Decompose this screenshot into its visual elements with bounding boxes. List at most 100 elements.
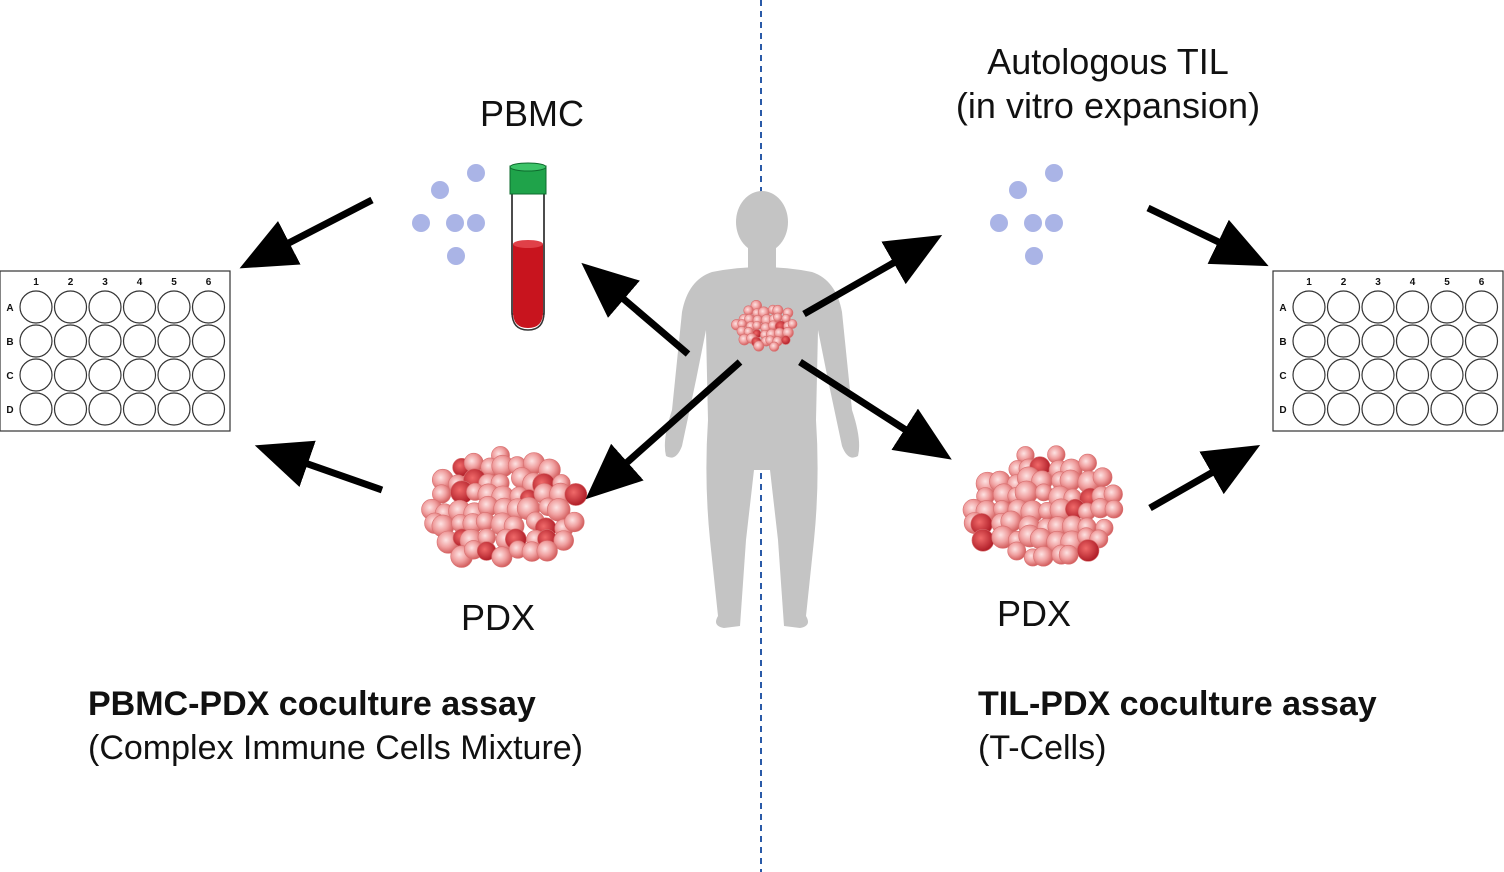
pdx-right-label: PDX xyxy=(996,593,1072,634)
immune-cell-dot xyxy=(467,164,485,182)
tumor-cell xyxy=(971,528,995,552)
plate-well xyxy=(1292,358,1326,392)
plate-column-label: 2 xyxy=(68,277,74,288)
tumor-cell xyxy=(1104,499,1124,519)
plate-row-label: B xyxy=(1279,337,1286,348)
plate-well xyxy=(1464,358,1499,392)
plate-column-label: 5 xyxy=(171,277,177,288)
immune-cell-dot xyxy=(1045,164,1063,182)
immune-cell-dot xyxy=(447,247,465,265)
tumor-cell xyxy=(1078,453,1097,473)
arrows xyxy=(239,196,1269,512)
plate-well xyxy=(122,392,157,426)
plate-well xyxy=(88,392,122,426)
plate-well xyxy=(157,324,191,358)
plate-well xyxy=(1395,358,1430,392)
plate-well xyxy=(53,358,88,392)
immune-cell-dot xyxy=(1045,214,1063,232)
plate-well xyxy=(1361,324,1395,358)
right-assay-subtitle: (T-Cells) xyxy=(978,729,1107,767)
plate-column-label: 3 xyxy=(102,277,108,288)
plate-well xyxy=(122,358,157,392)
til-label-line1: Autologous TIL xyxy=(987,41,1229,82)
plate-column-label: 5 xyxy=(1444,277,1450,288)
plate-well xyxy=(1292,324,1326,358)
plate-well xyxy=(1292,290,1326,324)
plate-well xyxy=(53,324,88,358)
plate-well xyxy=(157,290,191,324)
plate-column-label: 6 xyxy=(1479,277,1485,288)
plate-well xyxy=(19,290,53,324)
plate-column-label: 2 xyxy=(1341,277,1347,288)
tumor-cell xyxy=(553,530,574,551)
arrow-patient-to-pdx-left xyxy=(585,359,743,500)
plate-well xyxy=(122,290,157,324)
plate-well xyxy=(1326,392,1361,426)
plate-well xyxy=(1395,392,1430,426)
plate-row-label: D xyxy=(6,405,13,416)
tumor-cell xyxy=(752,320,762,331)
plate-row-label: D xyxy=(1279,405,1286,416)
plate-well xyxy=(191,358,226,392)
plate-well xyxy=(1430,358,1464,392)
tumor-cell xyxy=(753,340,765,352)
immune-cell-dot xyxy=(431,181,449,199)
pbmc-label: PBMC xyxy=(479,93,585,134)
tumor-cell xyxy=(1092,467,1113,488)
immune-cell-dot xyxy=(1024,214,1042,232)
plate-column-label: 6 xyxy=(206,277,212,288)
plate-well xyxy=(19,324,53,358)
plate-column-label: 1 xyxy=(1306,277,1312,288)
tumor-cell xyxy=(1033,546,1054,567)
tumor-cell xyxy=(787,319,798,329)
plate-well xyxy=(1395,290,1430,324)
blood-tube-icon xyxy=(509,162,547,331)
pdx-left-label: PDX xyxy=(460,597,536,638)
plate-well xyxy=(191,392,226,426)
pbmc-cells-icon xyxy=(412,164,485,265)
plate-well xyxy=(53,290,88,324)
immune-cell-dot xyxy=(412,214,430,232)
plate-column-label: 3 xyxy=(1375,277,1381,288)
plate-well xyxy=(191,324,226,358)
patient-tumor-icon xyxy=(731,299,798,352)
tumor-cell xyxy=(536,540,558,562)
tumor-cell xyxy=(1076,539,1100,562)
tumor-cell xyxy=(564,511,585,533)
tumor-cell xyxy=(1007,541,1027,561)
pdx-right-tumor-icon xyxy=(962,445,1124,567)
plate-well xyxy=(19,392,53,426)
arrow-til-to-right-plate xyxy=(1146,204,1269,267)
plate-well xyxy=(157,392,191,426)
left-assay-title: PBMC-PDX coculture assay xyxy=(88,685,536,723)
plate-well xyxy=(88,358,122,392)
tumor-cell xyxy=(564,483,588,506)
plate-well xyxy=(1464,290,1499,324)
plate-row-label: C xyxy=(6,371,13,382)
plate-well xyxy=(1430,324,1464,358)
plate-well xyxy=(1430,290,1464,324)
tumor-cell xyxy=(769,341,780,352)
arrow-patient-to-pdx-right xyxy=(798,359,952,460)
plate-column-label: 4 xyxy=(1410,277,1416,288)
plate-well xyxy=(1292,392,1326,426)
plate-well xyxy=(88,290,122,324)
plate-well xyxy=(1361,290,1395,324)
plate-well xyxy=(88,324,122,358)
plate-well xyxy=(1326,290,1361,324)
tumor-cell xyxy=(773,312,783,322)
plate-well xyxy=(19,358,53,392)
plate-column-label: 4 xyxy=(137,277,143,288)
plate-well xyxy=(1430,392,1464,426)
plate-well xyxy=(1361,392,1395,426)
plate-well xyxy=(1464,392,1499,426)
plate-well xyxy=(122,324,157,358)
til-cells-icon xyxy=(990,164,1063,265)
plate-row-label: A xyxy=(6,303,13,314)
arrow-pdx-to-left-plate xyxy=(254,440,384,494)
tumor-cell xyxy=(780,335,791,345)
plate-well xyxy=(1326,324,1361,358)
